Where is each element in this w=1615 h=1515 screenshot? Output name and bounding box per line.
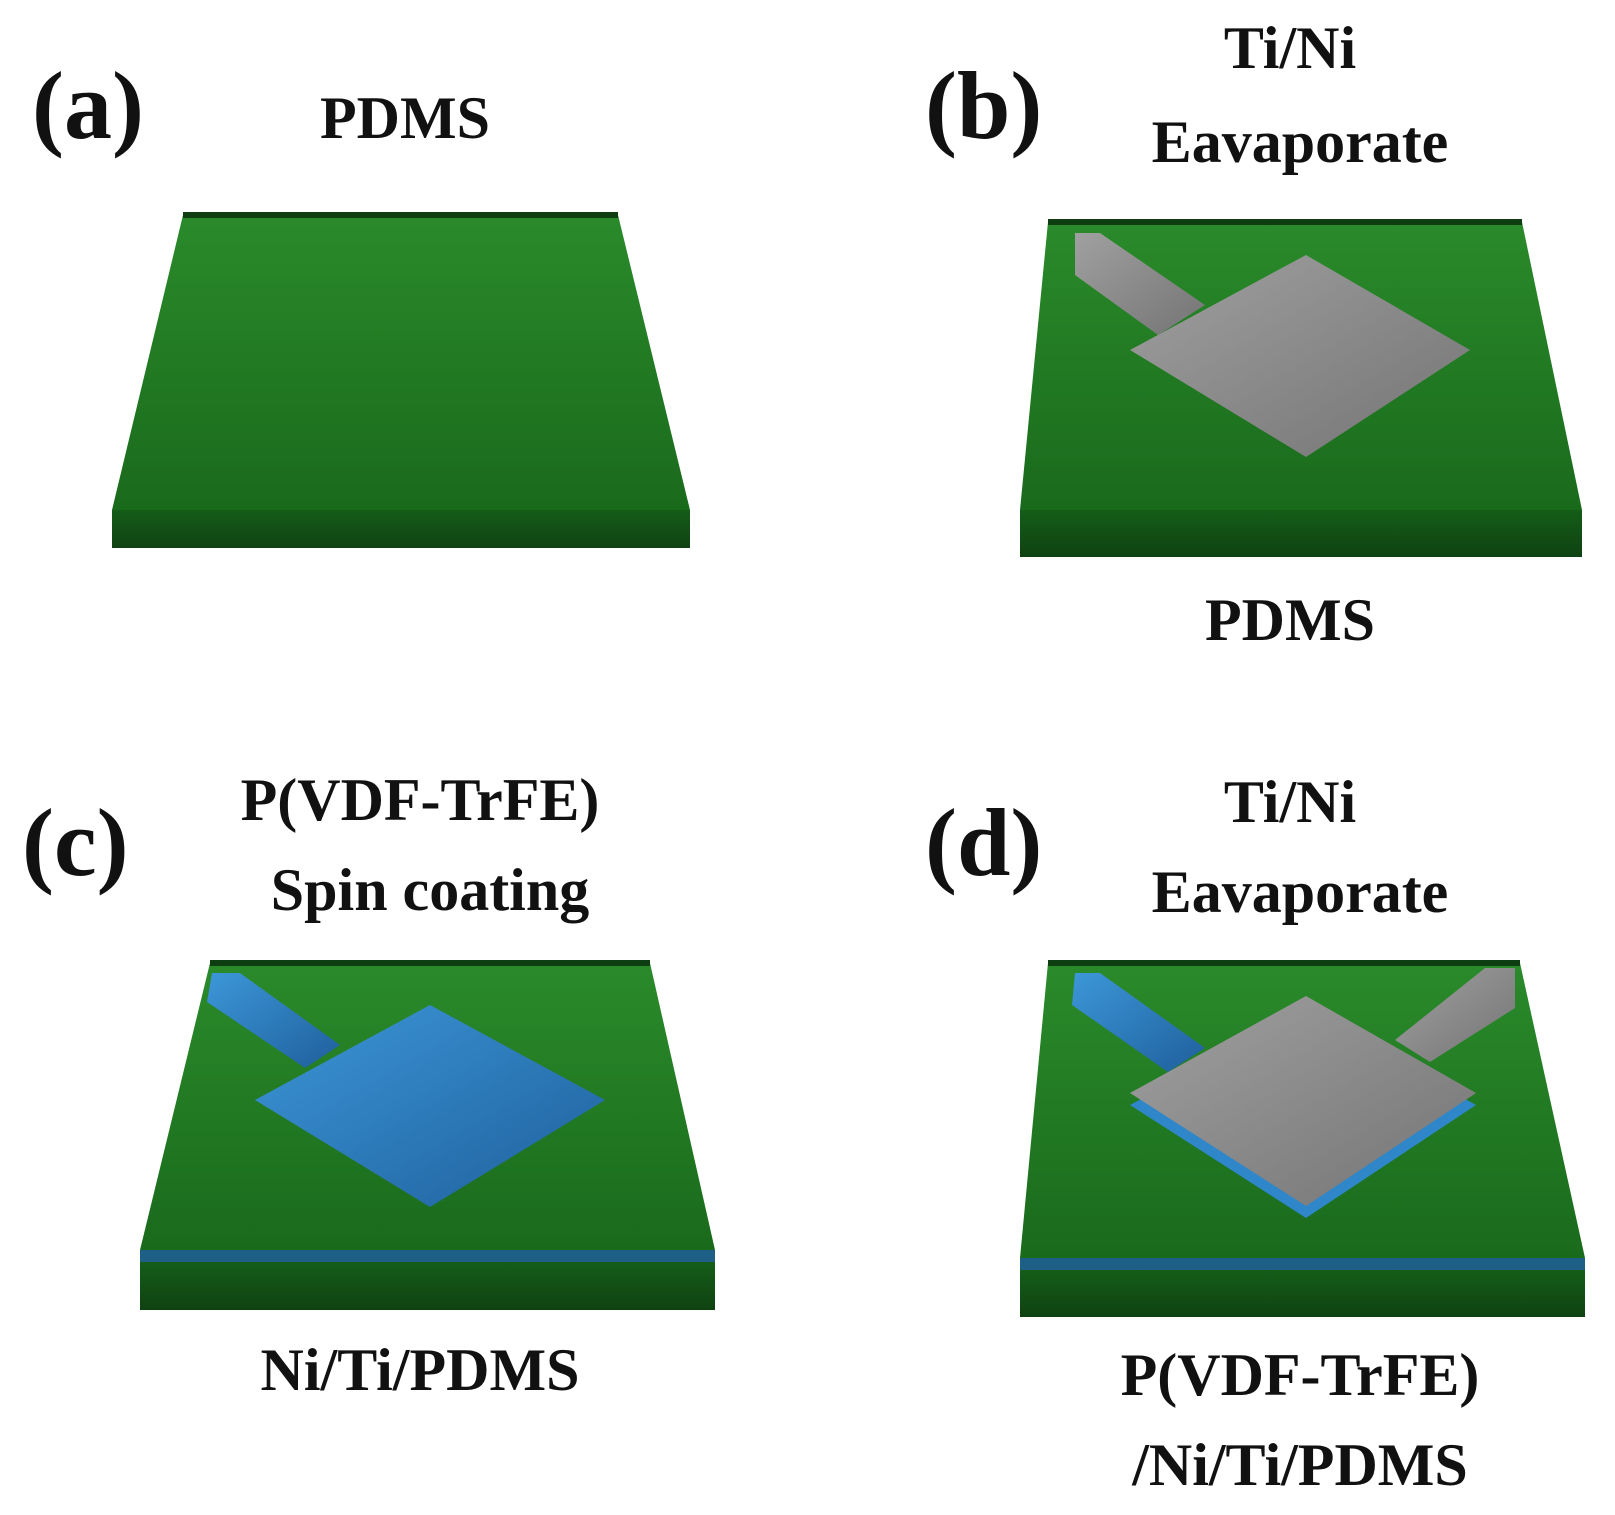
panel-b-top-caption-line1: Ti/Ni [1223, 15, 1357, 81]
panel-d-bottom-caption-line1: P(VDF-TrFE) [1120, 1342, 1480, 1408]
panel-d-top-caption-line2: Eavaporate [1151, 859, 1449, 925]
pdms-substrate-side [140, 1262, 715, 1310]
panel-b-top-caption-line2: Eavaporate [1151, 109, 1449, 175]
top-metal-lead-strip [1395, 968, 1515, 1062]
pvdf-film-pad [255, 1005, 605, 1207]
pvdf-lead-strip [207, 973, 340, 1068]
panel-a-letter: (a) [32, 52, 144, 159]
panel-c-bottom-caption: Ni/Ti/PDMS [260, 1337, 580, 1403]
top-electrode-pad [1130, 996, 1476, 1206]
panel-b-letter: (b) [925, 52, 1043, 159]
pdms-substrate-side [112, 510, 690, 548]
pvdf-edge-layer [140, 1250, 715, 1262]
pvdf-lead-strip [1072, 973, 1205, 1072]
panel-d-top-caption-line1: Ti/Ni [1223, 769, 1357, 835]
metal-lead-strip [1075, 233, 1205, 335]
panel-d-bottom-caption-line2: /Ni/Ti/PDMS [1132, 1432, 1468, 1498]
panel-a-diagram [112, 212, 690, 548]
panel-b-bottom-caption: PDMS [1205, 587, 1375, 653]
panel-d-diagram [1020, 960, 1585, 1317]
panel-c-top-caption-line1: P(VDF-TrFE) [240, 767, 600, 833]
pdms-substrate-side [1020, 510, 1582, 557]
panel-c-top-caption-line2: Spin coating [270, 857, 590, 923]
pvdf-edge-layer [1020, 1258, 1585, 1270]
pdms-substrate-top [112, 215, 690, 510]
pdms-substrate-side [1020, 1270, 1585, 1317]
panel-c-diagram [140, 960, 715, 1310]
bottom-electrode-pad [1130, 255, 1470, 457]
panel-c-letter: (c) [22, 789, 129, 896]
panel-d-letter: (d) [925, 789, 1043, 896]
panel-a-top-caption: PDMS [320, 85, 490, 151]
panel-b-diagram [1020, 219, 1582, 557]
